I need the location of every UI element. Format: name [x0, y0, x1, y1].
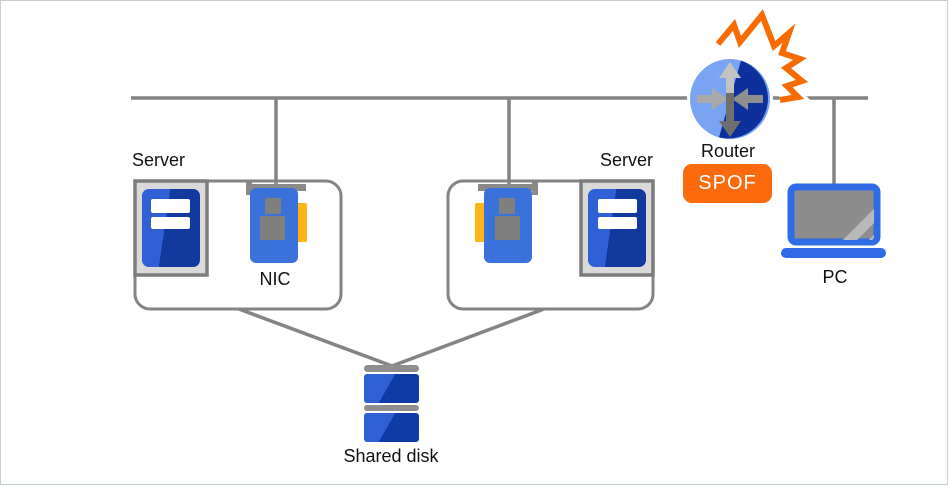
router-label: Router	[700, 141, 756, 161]
nic-label: NIC	[259, 269, 291, 289]
pc-label: PC	[822, 267, 848, 287]
spof-badge: SPOF	[683, 164, 772, 203]
connector-disk-right	[391, 307, 545, 368]
connector-disk-left	[238, 307, 393, 368]
server-right-label: Server	[599, 150, 653, 170]
failure-burst-icon	[713, 2, 816, 107]
laptop-icon	[781, 183, 886, 258]
shared-disk-label: Shared disk	[343, 446, 439, 466]
server-tower-icon	[579, 179, 655, 277]
nic-card-icon	[475, 182, 538, 263]
router-crossed-arrows-icon	[687, 56, 773, 142]
server-left-label: Server	[132, 150, 186, 170]
nic-card-icon	[246, 182, 307, 263]
disk-stack-icon	[364, 365, 419, 442]
server-tower-icon	[133, 179, 209, 277]
